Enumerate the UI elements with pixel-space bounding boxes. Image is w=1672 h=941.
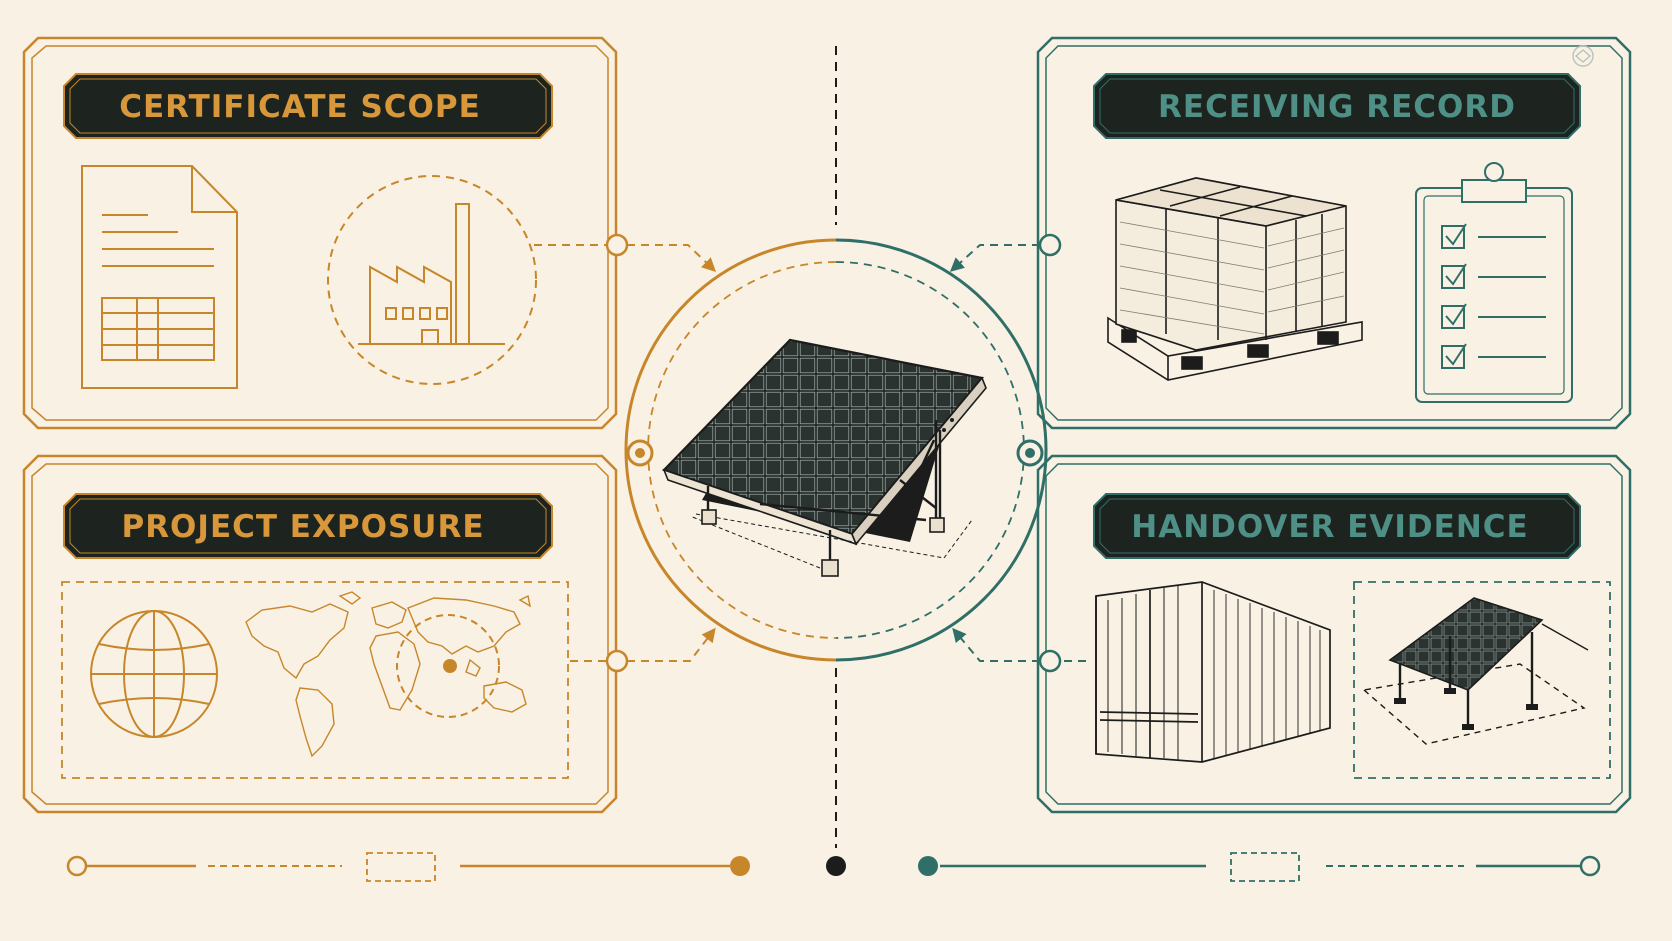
panel-certificate-scope: CERTIFICATE SCOPE xyxy=(22,36,717,430)
banner-receiving-record: RECEIVING RECORD xyxy=(1093,73,1581,139)
connector-node-project-exposure xyxy=(605,649,629,673)
connector-arrow-project-exposure xyxy=(627,627,716,662)
panel-receiving-record-frame-inner xyxy=(1045,45,1623,421)
connector-arrow-handover-evidence xyxy=(952,627,1040,662)
banner-project-exposure: PROJECT EXPOSURE xyxy=(63,493,553,559)
factory-scope-circle xyxy=(327,175,537,385)
central-hub xyxy=(624,238,1048,662)
pallet-box-stripes xyxy=(1119,221,1345,335)
panel-title-project-exposure: PROJECT EXPOSURE xyxy=(121,509,484,545)
container-corrugation xyxy=(1213,590,1321,758)
pallet-boxes-icon xyxy=(1107,177,1363,381)
panel-title-certificate-scope: CERTIFICATE SCOPE xyxy=(119,89,481,125)
panel-project-exposure-frame-outer xyxy=(22,454,618,814)
timeline-center-node xyxy=(826,856,846,876)
banner-certificate-scope: CERTIFICATE SCOPE xyxy=(63,73,553,139)
panel-handover-evidence-frame-outer xyxy=(1036,454,1632,814)
hub-node-left-dot xyxy=(635,448,645,458)
installed-site-frame xyxy=(1353,581,1611,779)
shipping-container-icon xyxy=(1095,581,1331,763)
panel-certificate-scope-frame-inner xyxy=(31,45,609,421)
map-area-frame xyxy=(61,581,569,779)
timeline-left-end-node xyxy=(730,856,750,876)
exposure-focus-circle xyxy=(396,614,500,718)
panel-project-exposure: PROJECT EXPOSURE xyxy=(22,454,716,814)
installed-solar-array-icon xyxy=(1388,597,1589,730)
connector-arrow-certificate-scope xyxy=(627,244,717,272)
timeline-left-milestone-box xyxy=(366,852,436,882)
panel-title-receiving-record: RECEIVING RECORD xyxy=(1158,89,1516,125)
document-icon xyxy=(81,165,238,389)
panel-title-handover-evidence: HANDOVER EVIDENCE xyxy=(1131,509,1528,545)
timeline-right-start-node xyxy=(918,856,938,876)
exposure-location-dot xyxy=(443,659,457,673)
panel-certificate-scope-frame-outer xyxy=(22,36,618,430)
banner-handover-evidence: HANDOVER EVIDENCE xyxy=(1093,493,1581,559)
timeline-end-node xyxy=(1579,855,1601,877)
factory-icon xyxy=(358,203,505,345)
timeline-left xyxy=(66,852,750,882)
timeline-start-node xyxy=(66,855,88,877)
world-map-icon xyxy=(245,591,531,758)
panel-receiving-record-frame-outer xyxy=(1036,36,1632,430)
hub-ring-right xyxy=(835,238,1048,662)
hub-ring-left xyxy=(624,238,837,662)
panel-project-exposure-frame-inner xyxy=(31,463,609,805)
connector-node-handover-evidence xyxy=(1038,649,1062,673)
corner-badge-icon xyxy=(1572,45,1594,67)
connector-node-certificate-scope xyxy=(605,233,629,257)
connector-node-receiving-record xyxy=(1038,233,1062,257)
clipboard-checklist-icon xyxy=(1415,162,1573,403)
panel-handover-evidence-frame-inner xyxy=(1045,463,1623,805)
solar-panel-icon xyxy=(662,338,987,577)
panel-receiving-record: RECEIVING RECORD xyxy=(949,36,1632,430)
globe-icon xyxy=(90,610,218,738)
timeline-right xyxy=(918,852,1601,882)
panel-handover-evidence: HANDOVER EVIDENCE xyxy=(952,454,1632,814)
hub-node-right-dot xyxy=(1025,448,1035,458)
connector-arrow-receiving-record xyxy=(949,244,1040,272)
timeline-right-milestone-box xyxy=(1230,852,1300,882)
